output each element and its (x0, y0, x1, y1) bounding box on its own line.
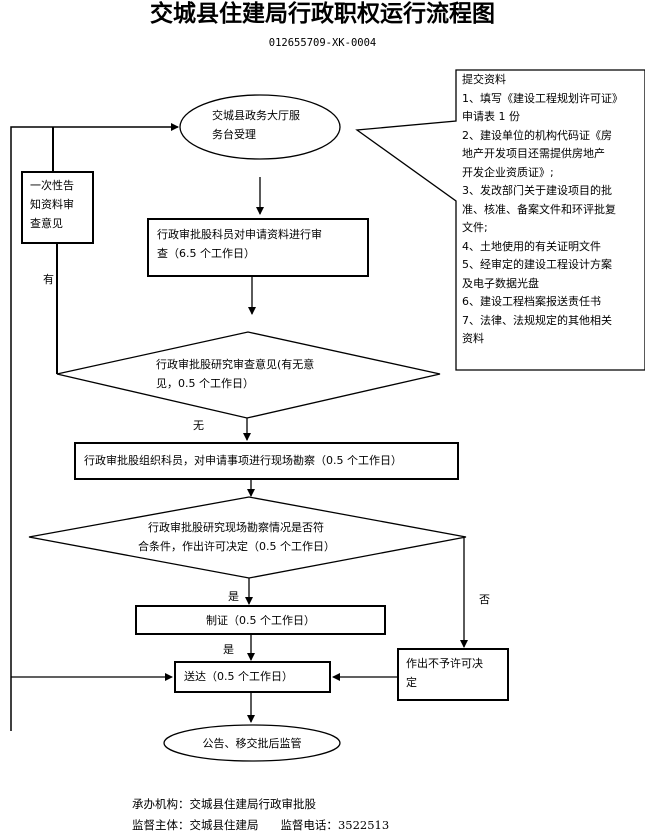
node-decision-line: 行政审批股研究现场勘察情况是否符 (148, 521, 324, 534)
materials-line: 文件; (462, 221, 488, 234)
node-notice-line: 查意见 (30, 217, 63, 230)
footer-org-label: 承办机构： (132, 797, 190, 811)
node-decision[interactable]: 行政审批股研究现场勘察情况是否符 合条件，作出许可决定（0.5 个工作日） (138, 518, 376, 556)
node-study-opinion-line: 见，0.5 个工作日） (156, 377, 254, 390)
node-publish-shape (163, 724, 341, 762)
materials-line: 6、建设工程档案报送责任书 (462, 295, 601, 308)
footer-phone-label: 监督电话： (280, 818, 338, 832)
node-review-shape (147, 218, 369, 277)
footer-spacer (259, 818, 281, 832)
node-study-opinion-shape (56, 331, 441, 419)
node-study-opinion[interactable]: 行政审批股研究审查意见(有无意 见，0.5 个工作日） (156, 355, 356, 393)
node-materials-callout-shape (355, 69, 645, 371)
materials-line: 2、建设单位的机构代码证《房 (462, 128, 612, 142)
node-review[interactable]: 行政审批股科员对申请资料进行审 查（6.5 个工作日） (157, 225, 367, 263)
node-notice[interactable]: 一次性告 知资料审 查意见 (30, 176, 92, 233)
footer-supervisor-value: 交城县住建局 (189, 818, 259, 832)
node-decision-shape (28, 496, 467, 579)
materials-line: 4、土地使用的有关证明文件 (462, 239, 601, 253)
materials-line: 申请表 1 份 (462, 110, 520, 123)
materials-line: 7、法律、法规规定的其他相关 (462, 313, 612, 327)
node-study-opinion-line: 行政审批股研究审查意见(有无意 (156, 358, 315, 371)
materials-line: 资料 (462, 332, 484, 345)
node-deliver-line: 送达（0.5 个工作日） (184, 670, 293, 683)
edge-label-yes-decision: 是 (228, 590, 239, 603)
materials-line: 5、经审定的建设工程设计方案 (462, 258, 612, 271)
node-review-line: 查（6.5 个工作日） (157, 247, 255, 260)
footer-phone-value: 3522513 (337, 818, 390, 832)
footer: 承办机构：交城县住建局行政审批股 监督主体：交城县住建局 监督电话：352251… (132, 794, 389, 836)
node-accept[interactable]: 交城县政务大厅服 务台受理 (212, 106, 312, 144)
node-review-line: 行政审批股科员对申请资料进行审 (157, 228, 322, 241)
materials-line: 准、核准、备案文件和环评批复 (462, 202, 616, 216)
footer-supervisor-label: 监督主体： (132, 818, 190, 832)
edge-loop-left (10, 123, 179, 731)
materials-line: 3、发改部门关于建设项目的批 (462, 184, 612, 197)
node-notice-line: 一次性告 (30, 179, 74, 192)
node-reject-line: 定 (406, 676, 417, 689)
node-certificate-line: 制证（0.5 个工作日） (206, 614, 315, 627)
node-materials[interactable]: 提交资料 1、填写《建设工程规划许可证》 申请表 1 份 2、建设单位的机构代码… (462, 71, 644, 349)
footer-supervisor-row: 监督主体：交城县住建局 监督电话：3522513 (132, 815, 389, 836)
footer-org-value: 交城县住建局行政审批股 (189, 797, 317, 811)
node-decision-line: 合条件，作出许可决定（0.5 个工作日） (138, 540, 335, 553)
node-accept-line: 务台受理 (212, 128, 256, 141)
node-publish-line: 公告、移交批后监管 (202, 737, 302, 750)
footer-org-row: 承办机构：交城县住建局行政审批股 (132, 794, 389, 815)
node-certificate-shape (135, 605, 386, 635)
materials-line: 1、填写《建设工程规划许可证》 (462, 91, 623, 105)
node-site-survey-shape (74, 442, 459, 480)
node-deliver-shape (174, 661, 331, 693)
node-reject[interactable]: 作出不予许可决 定 (406, 654, 506, 692)
node-site-survey[interactable]: 行政审批股组织科员，对申请事项进行现场勘察（0.5 个工作日） (84, 451, 456, 470)
node-publish[interactable]: 公告、移交批后监管 (164, 734, 340, 753)
node-notice-line: 知资料审 (30, 198, 74, 211)
edge-label-no-opinion: 无 (193, 419, 204, 432)
materials-line: 地产开发项目还需提供房地产 (462, 147, 605, 160)
page-title: 交城县住建局行政职权运行流程图 (150, 0, 495, 27)
node-accept-line: 交城县政务大厅服 (212, 109, 300, 122)
document-code: 012655709-XK-0004 (268, 37, 377, 49)
node-reject-line: 作出不予许可决 (406, 657, 483, 670)
edge-label-no-decision: 否 (479, 593, 490, 606)
materials-heading: 提交资料 (462, 73, 506, 86)
node-certificate[interactable]: 制证（0.5 个工作日） (136, 611, 385, 630)
edge-label-has-opinion: 有 (43, 273, 54, 286)
node-site-survey-line: 行政审批股组织科员，对申请事项进行现场勘察（0.5 个工作日） (84, 454, 402, 467)
node-accept-shape (179, 94, 341, 160)
materials-line: 开发企业资质证》; (462, 165, 554, 179)
materials-line: 及电子数据光盘 (462, 276, 539, 290)
node-deliver[interactable]: 送达（0.5 个工作日） (184, 667, 330, 686)
node-reject-shape (397, 648, 509, 701)
edge-label-yes-certificate: 是 (223, 643, 234, 656)
